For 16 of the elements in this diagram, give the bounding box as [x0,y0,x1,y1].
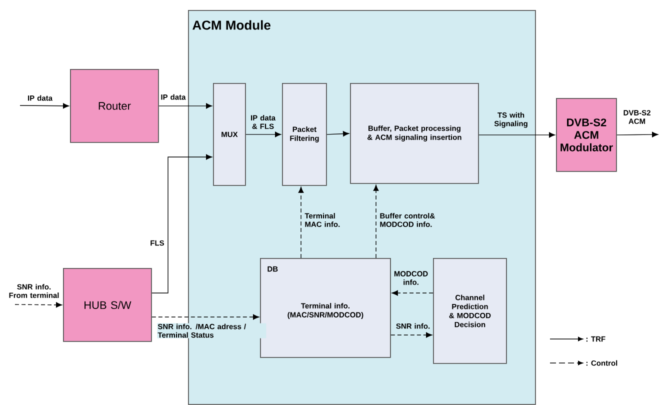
arrow [20,103,70,109]
arrow [14,302,62,308]
process-box: Router [70,69,159,143]
arrow [326,131,350,136]
arrow [392,290,434,296]
arrow [158,103,212,109]
process-box: HUB S/W [63,268,152,342]
arrow [616,132,658,138]
process-box: DVB-S2 ACM Modulator [556,98,617,172]
arrow [390,332,432,338]
arrow [152,154,212,294]
arrow [373,184,379,258]
arrow [478,132,556,138]
arrow [298,186,304,258]
arrow [152,314,260,320]
arrow [246,132,282,138]
